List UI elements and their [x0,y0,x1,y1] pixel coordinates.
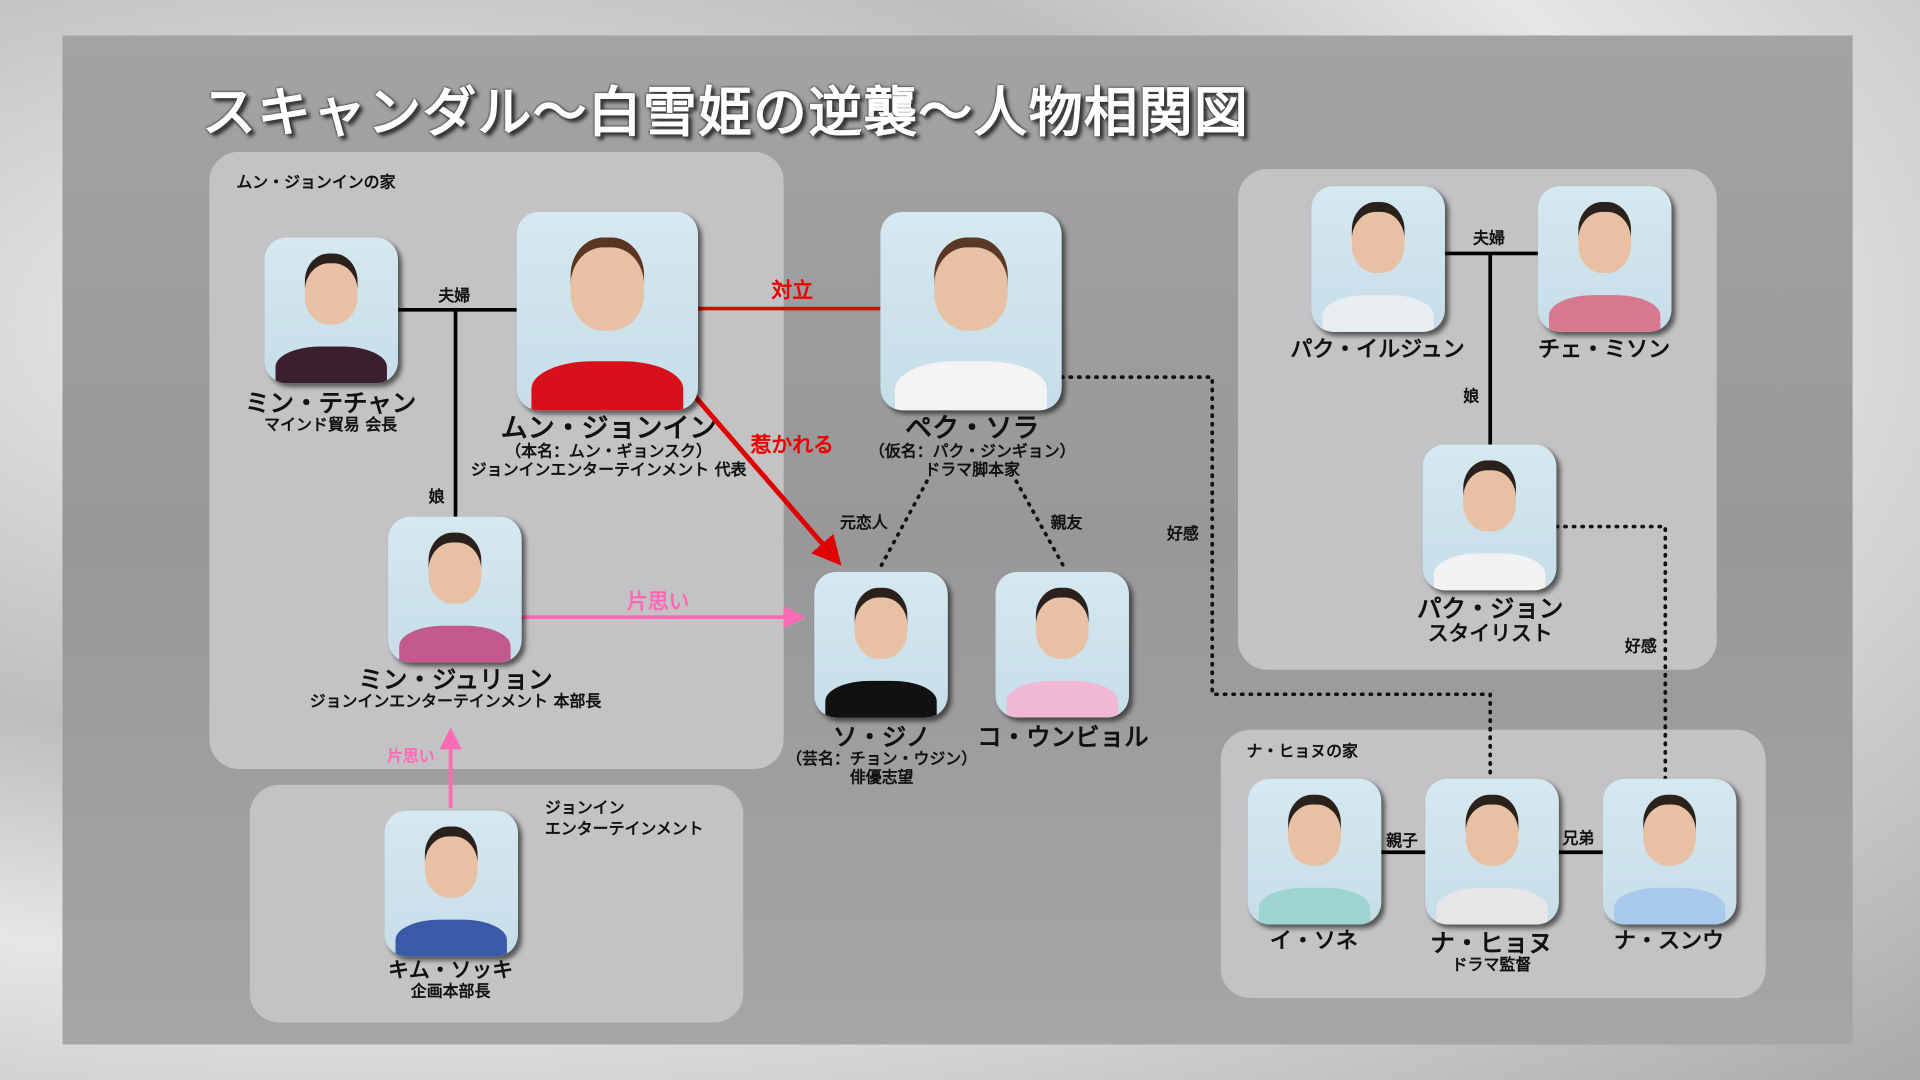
person-realname: （本名：ムン・ギョンスク） [505,443,712,462]
person-alias: （仮名：パク・ジンギョン） [868,443,1076,462]
group-label-line1: ジョンイン [544,799,625,818]
like-line [1554,524,1668,781]
person-role: マインド貿易 会長 [264,416,398,435]
group-label-line2: エンターテインメント [544,820,704,839]
person-role: ジョンインエンターテインメント 本部長 [309,693,602,712]
relation-label: 夫婦 [1473,230,1505,249]
relation-label: 親友 [1050,514,1083,533]
person-name: イ・ソネ [1269,928,1358,954]
page-title: スキャンダル〜白雪姫の逆襲〜人物相関図 [202,82,1249,145]
group-label: ジョンインエンターテインメント [545,798,704,840]
relation-label: 片思い [626,590,690,615]
person-moon-jungin: ムン・ジョンイン（本名：ムン・ギョンスク）ジョンインエンターテインメント 代表 [471,414,747,482]
attracted-arrow [691,392,842,566]
person-lee-sone: イ・ソネ [1270,929,1358,954]
person-min-taechan: ミン・テチャンマインド貿易 会長 [245,389,416,435]
person-name: ナ・スンウ [1613,928,1725,954]
group-label: ムン・ジョンインの家 [236,173,396,193]
person-role: ジョンインエンターテインメント 代表 [470,461,747,481]
relation-label: 夫婦 [438,287,471,307]
person-stagename: （芸名：チョン・ウジン） [786,750,978,769]
relation-label: 惹かれる [750,433,834,458]
person-park-jeong: パク・ジョンスタイリスト [1416,593,1564,647]
person-name: ミン・テチャン [245,388,417,418]
relation-label: 娘 [1463,388,1480,407]
portrait-baek-sora [880,211,1062,411]
portrait-park-jeong [1422,444,1557,591]
person-name: ミン・ジュリョン [358,664,553,695]
portrait-choi-mison [1537,186,1672,332]
portrait-seo-jino [814,571,948,718]
relation-label: 好感 [1166,525,1199,544]
person-name: パク・イルジュン [1290,336,1465,363]
group-label: ナ・ヒョヌの家 [1246,743,1358,762]
portrait-na-seungu [1602,778,1737,925]
person-name: ムン・ジョンイン [500,413,717,445]
relation-label: 兄弟 [1562,830,1595,849]
person-choi-mison: チェ・ミソン [1537,336,1671,363]
person-na-hyeonu: ナ・ヒョヌドラマ監督 [1430,929,1552,975]
person-name: パク・ジョン [1416,593,1564,624]
ex-lover-line [877,479,929,572]
person-kim-seokki: キム・ソッキ企画本部長 [388,958,514,1002]
person-name: ナ・ヒョヌ [1430,928,1553,958]
relation-label: 元恋人 [840,514,888,533]
person-name: ソ・ジノ [832,722,931,752]
person-min-juryeon: ミン・ジュリョンジョンインエンターテインメント 本部長 [310,666,602,712]
portrait-lee-sone [1247,778,1382,925]
person-ko-eunbyeol: コ・ウンビョル [977,722,1149,752]
person-baek-sora: ペク・ソラ（仮名：パク・ジンギョン）ドラマ脚本家 [869,414,1076,482]
portrait-min-juryeon [388,516,522,663]
portrait-park-iljun [1311,186,1445,332]
portrait-moon-jungin [516,211,698,411]
portrait-min-taechan [264,237,398,384]
couple-line [397,307,517,517]
portrait-na-hyeonu [1425,778,1559,925]
person-park-iljun: パク・イルジュン [1290,336,1465,363]
relation-label: 対立 [771,279,814,304]
person-name: ペク・ソラ [905,413,1040,445]
relation-label: 娘 [428,488,445,507]
person-seo-jino: ソ・ジノ（芸名：チョン・ウジン）俳優志望 [786,722,978,789]
relation-label: 親子 [1386,832,1418,852]
portrait-kim-seokki [384,810,518,957]
person-name: キム・ソッキ [388,958,514,984]
like-line [1059,375,1493,781]
person-role: ドラマ脚本家 [924,461,1021,481]
person-role: スタイリスト [1427,622,1553,647]
relation-label: 片思い [386,748,435,767]
relation-label: 好感 [1624,637,1657,657]
friend-line [1014,479,1068,572]
person-na-seungu: ナ・スンウ [1614,929,1724,954]
person-name: コ・ウンビョル [977,722,1149,752]
person-role: ドラマ監督 [1451,956,1532,975]
portrait-ko-eunbyeol [995,571,1129,718]
couple-line [1444,251,1538,445]
person-role: 企画本部長 [410,982,491,1002]
person-role: 俳優志望 [849,768,914,788]
person-name: チェ・ミソン [1537,336,1671,363]
